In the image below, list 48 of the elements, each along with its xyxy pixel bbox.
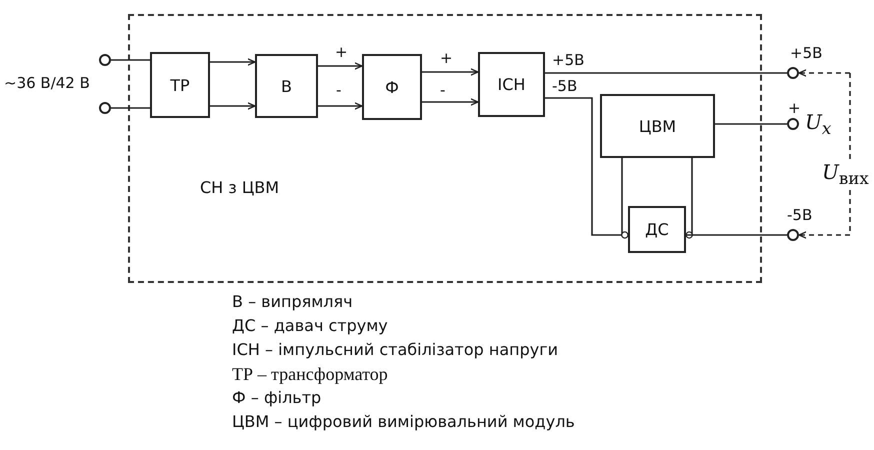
dashed-arrow bbox=[798, 69, 850, 77]
terminal-circle bbox=[99, 102, 111, 114]
connector-line bbox=[715, 123, 787, 125]
arrow bbox=[318, 62, 363, 70]
legend-text: ДС – давач струму bbox=[232, 316, 388, 335]
legend-text: ЦВМ – цифровий вимірювальний модуль bbox=[232, 412, 575, 431]
voltage-symbol: U$_{x}$ bbox=[805, 110, 832, 138]
block-box bbox=[255, 54, 318, 118]
legend-text: ТР – трансформатор bbox=[232, 364, 388, 385]
arrow bbox=[422, 98, 479, 106]
block-label: Ф bbox=[385, 78, 399, 96]
block-box bbox=[628, 206, 686, 253]
connector-line bbox=[621, 158, 628, 239]
terminal-label: -5В bbox=[787, 206, 812, 224]
arrow bbox=[422, 68, 479, 76]
block-label: ДС bbox=[645, 220, 669, 239]
connector-line bbox=[111, 59, 150, 61]
arrow bbox=[318, 102, 363, 110]
dashed-enclosure bbox=[128, 14, 762, 283]
block-label: В bbox=[281, 76, 292, 96]
terminal-circle bbox=[787, 229, 799, 241]
group-label: СН з ЦВМ bbox=[200, 178, 280, 197]
block-label: ТР bbox=[170, 76, 190, 94]
edge-label: +5В bbox=[552, 52, 584, 68]
legend-text: В – випрямляч bbox=[232, 292, 353, 311]
legend-text: Ф – фільтр bbox=[232, 388, 322, 407]
legend-text: ІСН – імпульсний стабілізатор напруги bbox=[232, 340, 558, 359]
connector-line bbox=[686, 234, 787, 236]
terminal-label: + bbox=[788, 99, 801, 117]
block-label: ІСН bbox=[498, 75, 526, 94]
arrow bbox=[210, 58, 256, 66]
voltage-symbol: U$_{вих}$ bbox=[822, 160, 869, 188]
terminal-label: +5В bbox=[790, 44, 822, 62]
terminal-circle bbox=[787, 118, 799, 130]
block-box bbox=[478, 52, 545, 117]
block-box bbox=[150, 52, 210, 118]
terminal-circle bbox=[99, 54, 111, 66]
terminal-circle bbox=[787, 67, 799, 79]
arrow bbox=[210, 102, 256, 110]
input-voltage-label: ~36 В/42 В bbox=[4, 74, 90, 92]
connector-line bbox=[686, 158, 693, 239]
connector-line bbox=[111, 107, 150, 109]
dashed-arrow bbox=[798, 231, 850, 239]
block-box bbox=[362, 54, 422, 120]
block-label: ЦВМ bbox=[638, 116, 676, 136]
connector-line bbox=[545, 72, 787, 74]
edge-label: -5В bbox=[552, 78, 578, 94]
block-box bbox=[600, 94, 715, 158]
